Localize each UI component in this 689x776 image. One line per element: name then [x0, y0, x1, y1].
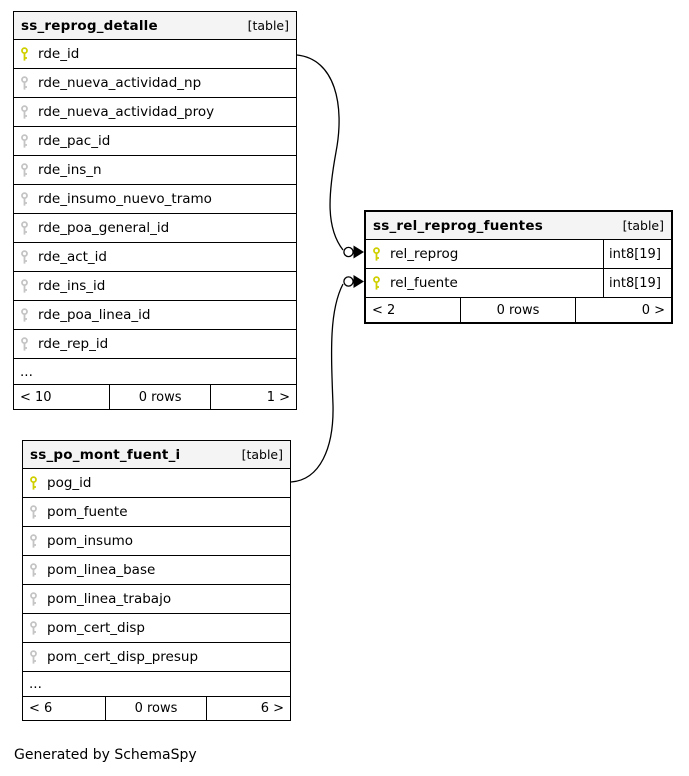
column-name: pom_cert_disp_presup — [47, 649, 199, 665]
table-ss-po-mont-fuent-i[interactable]: ss_po_mont_fuent_i [table] pog_id pom_fu… — [22, 440, 291, 721]
column-name: rde_id — [38, 46, 80, 62]
relationship-line-pog-id-to-rel-fuente — [290, 283, 344, 483]
pager-next[interactable]: 0 > — [641, 302, 665, 318]
column-row: rde_ins_id — [14, 272, 296, 301]
column-name: pom_linea_base — [47, 562, 156, 578]
key-icon — [20, 220, 29, 236]
pager-next[interactable]: 6 > — [260, 701, 284, 716]
key-icon — [29, 504, 38, 520]
table-header[interactable]: ss_po_mont_fuent_i [table] — [23, 441, 290, 469]
relationship-line-rde-id-to-rel-reprog — [296, 54, 344, 251]
key-icon — [20, 162, 29, 178]
column-row: pom_linea_base — [23, 556, 290, 585]
ellipsis-row: ... — [14, 359, 296, 385]
ellipsis-row: ... — [23, 672, 290, 697]
zero-cardinality-marker — [343, 246, 354, 258]
column-name: rde_pac_id — [38, 133, 111, 149]
table-ss-reprog-detalle[interactable]: ss_reprog_detalle [table] rde_id rde_nue… — [13, 11, 297, 410]
table-pager: < 10 0 rows 1 > — [14, 385, 296, 409]
table-kind-label: [table] — [247, 18, 289, 33]
column-name: rde_insumo_nuevo_tramo — [38, 191, 212, 207]
key-icon — [20, 278, 29, 294]
primary-key-icon — [29, 475, 38, 491]
key-icon — [20, 133, 29, 149]
column-row: pog_id — [23, 469, 290, 498]
key-icon — [20, 104, 29, 120]
column-name: pom_fuente — [47, 504, 128, 520]
table-name[interactable]: ss_rel_reprog_fuentes — [373, 217, 543, 234]
column-name: rde_act_id — [38, 249, 107, 265]
column-row: rde_nueva_actividad_proy — [14, 98, 296, 127]
table-name[interactable]: ss_reprog_detalle — [21, 17, 158, 34]
column-row: rel_fuente int8[19] — [366, 269, 671, 298]
column-name: rde_nueva_actividad_np — [38, 75, 202, 91]
column-row: pom_insumo — [23, 527, 290, 556]
pager-prev[interactable]: < 10 — [14, 385, 110, 409]
column-type: int8[19] — [603, 269, 671, 297]
pager-prev[interactable]: < 6 — [23, 697, 106, 720]
column-row: rel_reprog int8[19] — [366, 240, 671, 269]
column-name: rel_reprog — [390, 246, 459, 262]
primary-key-icon — [20, 46, 29, 62]
arrowhead-marker — [353, 275, 364, 288]
column-name: rde_poa_general_id — [38, 220, 170, 236]
column-row: rde_pac_id — [14, 127, 296, 156]
arrowhead-marker — [353, 245, 364, 259]
key-icon — [20, 191, 29, 207]
column-name: rde_ins_id — [38, 278, 106, 294]
key-icon — [20, 75, 29, 91]
primary-key-icon — [372, 246, 381, 262]
table-header[interactable]: ss_reprog_detalle [table] — [14, 12, 296, 40]
column-row: rde_id — [14, 40, 296, 69]
table-header[interactable]: ss_rel_reprog_fuentes [table] — [366, 212, 671, 240]
key-icon — [29, 562, 38, 578]
primary-key-icon — [372, 275, 381, 291]
column-name: pom_insumo — [47, 533, 134, 549]
column-row: rde_poa_linea_id — [14, 301, 296, 330]
pager-next[interactable]: 1 > — [266, 389, 290, 405]
column-name: rde_rep_id — [38, 336, 109, 352]
column-row: rde_rep_id — [14, 330, 296, 359]
column-row: pom_fuente — [23, 498, 290, 527]
generated-by-note: Generated by SchemaSpy — [14, 747, 197, 763]
column-row: pom_cert_disp — [23, 614, 290, 643]
column-row: rde_ins_n — [14, 156, 296, 185]
pager-prev[interactable]: < 2 — [366, 298, 461, 322]
key-icon — [29, 649, 38, 665]
table-ss-rel-reprog-fuentes[interactable]: ss_rel_reprog_fuentes [table] rel_reprog… — [364, 210, 673, 324]
column-row: rde_insumo_nuevo_tramo — [14, 185, 296, 214]
column-name: pom_cert_disp — [47, 620, 145, 636]
table-pager: < 6 0 rows 6 > — [23, 697, 290, 720]
column-row: rde_poa_general_id — [14, 214, 296, 243]
table-kind-label: [table] — [241, 447, 283, 462]
table-kind-label: [table] — [622, 218, 664, 233]
column-name: rde_nueva_actividad_proy — [38, 104, 215, 120]
key-icon — [29, 620, 38, 636]
row-count: 0 rows — [461, 298, 577, 322]
table-pager: < 2 0 rows 0 > — [366, 298, 671, 322]
column-name: pom_linea_trabajo — [47, 591, 172, 607]
key-icon — [20, 336, 29, 352]
column-row: rde_act_id — [14, 243, 296, 272]
column-row: pom_cert_disp_presup — [23, 643, 290, 672]
column-name: pog_id — [47, 475, 92, 491]
column-type: int8[19] — [603, 240, 671, 268]
key-icon — [29, 591, 38, 607]
key-icon — [29, 533, 38, 549]
column-row: pom_linea_trabajo — [23, 585, 290, 614]
key-icon — [20, 307, 29, 323]
column-name: rde_poa_linea_id — [38, 307, 151, 323]
column-name: rel_fuente — [390, 275, 458, 291]
row-count: 0 rows — [110, 385, 212, 409]
row-count: 0 rows — [106, 697, 208, 720]
zero-cardinality-marker — [343, 276, 354, 287]
table-name[interactable]: ss_po_mont_fuent_i — [30, 446, 181, 463]
key-icon — [20, 249, 29, 265]
column-name: rde_ins_n — [38, 162, 102, 178]
column-row: rde_nueva_actividad_np — [14, 69, 296, 98]
